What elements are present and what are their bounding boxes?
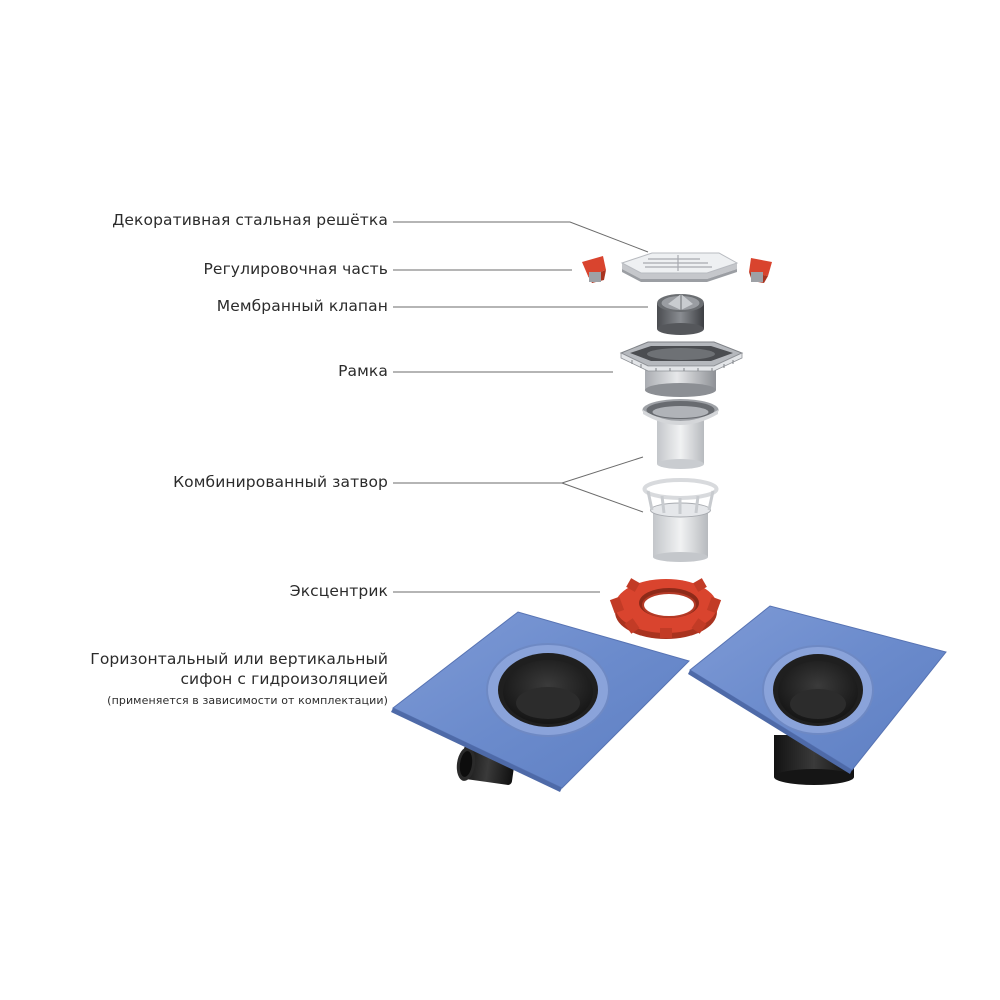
trap-upper-cup: [642, 399, 719, 469]
label-membrane: Мембранный клапан: [216, 297, 388, 315]
label-frame: Рамка: [338, 362, 388, 380]
label-eccentric: Эксцентрик: [289, 582, 388, 600]
label-siphon-note: (применяется в зависимости от комплектац…: [107, 694, 388, 707]
label-trap: Комбинированный затвор: [173, 473, 388, 491]
label-grate: Декоративная стальная решётка: [112, 211, 388, 229]
siphon-vertical: [688, 605, 947, 785]
adjuster-right: [749, 258, 772, 283]
siphon-horizontal: [391, 611, 690, 792]
frame: [619, 341, 744, 397]
leader-grate: [393, 221, 649, 253]
membrane-valve: [657, 294, 704, 335]
steel-grate: [620, 252, 739, 282]
leader-trap-2: [561, 482, 644, 513]
leader-lines: [393, 221, 649, 593]
eccentric-ring: [609, 578, 722, 639]
label-siphon-line2: сифон с гидроизоляцией: [180, 670, 388, 688]
leader-trap: [393, 456, 644, 484]
trap-lower-basket: [642, 478, 719, 562]
label-adjuster: Регулировочная часть: [203, 260, 388, 278]
adjuster-left: [582, 256, 606, 283]
label-siphon-line1: Горизонтальный или вертикальный: [90, 650, 388, 668]
